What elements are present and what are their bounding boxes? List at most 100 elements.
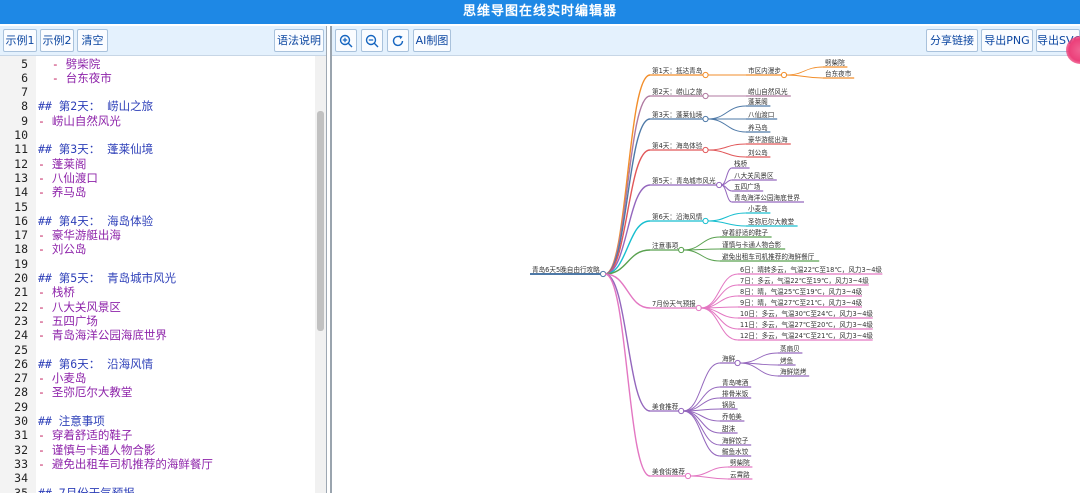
child-link: [683, 410, 721, 457]
branch-toggle-9: [678, 407, 685, 415]
example2-button[interactable]: 示例2: [40, 29, 74, 52]
child-node-label: 海鲜饺子: [722, 436, 749, 445]
list-item-text: 养马岛: [51, 185, 87, 200]
line-number: 5: [21, 56, 28, 71]
list-item-text: 豪华游艇出海: [51, 228, 121, 243]
ai-draw-button[interactable]: AI制图: [413, 29, 451, 52]
list-item-text: 五四广场: [51, 313, 98, 328]
child-node-label: 10日：多云，气温30℃至24℃，风力3~4级: [740, 309, 873, 318]
list-marker: -: [38, 242, 52, 257]
mindmap-canvas[interactable]: 青岛6天5晚自由行攻略第1天：抵达青岛市区内漫步劈柴院台东夜市第2天：崂山之旅崂…: [332, 56, 1080, 493]
refresh-icon: [392, 35, 404, 47]
branch-node-6-label: 第6天：沿海风情: [652, 212, 703, 221]
line-number: 32: [14, 442, 28, 457]
syntax-help-button[interactable]: 语法说明: [274, 29, 324, 52]
heading-text: ## 第4天： 海岛体验: [38, 213, 154, 228]
list-item-text: 圣弥厄尔大教堂: [51, 385, 133, 400]
line-number: 19: [14, 256, 28, 271]
line-number: 9: [21, 113, 28, 128]
list-marker: -: [38, 385, 52, 400]
line-code: - 劈柴院: [38, 57, 100, 71]
branch-toggle-10: [684, 472, 692, 480]
floating-assistant-button[interactable]: [1066, 36, 1080, 64]
child-node-label: 乔帕美: [722, 412, 742, 421]
line-code: - 八仙渡口: [38, 171, 98, 185]
grandchild-link: [785, 66, 824, 76]
line-code: - 栈桥: [38, 285, 75, 299]
child-node-label: 谨慎与卡通人物合影: [722, 240, 782, 249]
child-node-label: 青岛啤酒: [722, 378, 749, 387]
branch-node-3-label: 第3天：蓬莱仙境: [652, 110, 703, 119]
child-node-label: 11日：多云，气温27℃至20℃，风力3~4级: [740, 320, 873, 329]
refresh-button[interactable]: [387, 29, 409, 52]
branch-toggle-6: [702, 217, 709, 225]
child-link: [683, 249, 721, 262]
child-node-label: 甜沫: [722, 424, 736, 433]
branch-node-9-label: 美食推荐: [652, 402, 679, 411]
list-item-text: 蓬莱阁: [51, 156, 87, 171]
branch-toggle-8: [695, 304, 702, 312]
indent: [38, 57, 52, 71]
child-link: [683, 386, 721, 412]
line-code: - 青岛海洋公园海底世界: [38, 328, 167, 342]
zoom-in-button[interactable]: [335, 29, 357, 52]
branch-link-3: [604, 118, 651, 275]
child-node-label: 养马岛: [748, 123, 768, 132]
app-title: 思维导图在线实时编辑器: [0, 0, 1080, 24]
line-number: 34: [14, 471, 28, 486]
grandchild-node-label: 海鲜烧烤: [780, 367, 807, 376]
line-number: 8: [21, 99, 28, 114]
child-link: [689, 466, 729, 477]
line-number: 24: [14, 328, 28, 343]
share-link-button[interactable]: 分享链接: [926, 29, 978, 52]
branch-toggle-2: [702, 92, 709, 100]
child-node-label: 五四广场: [734, 182, 761, 191]
line-code: ## 第6天： 沿海风情: [38, 357, 153, 371]
editor-toolbar: 示例1 示例2 清空 语法说明: [0, 26, 326, 56]
grandchild-link: [739, 362, 779, 377]
line-code: - 谨慎与卡通人物合影: [38, 443, 155, 457]
child-node-label: 崂山自然风光: [748, 87, 788, 96]
list-marker: -: [38, 456, 52, 471]
branch-link-10: [604, 273, 651, 477]
line-number: 27: [14, 371, 28, 386]
child-link: [707, 105, 747, 120]
child-node-label: 豪华游艇出海: [748, 135, 788, 144]
branch-toggle-3: [702, 115, 709, 123]
branch-link-4: [604, 149, 651, 275]
child-link: [707, 118, 747, 133]
list-marker: -: [38, 185, 52, 200]
child-link: [707, 220, 747, 227]
child-node-label: 7日：多云，气温22℃至19℃，风力3~4级: [740, 276, 869, 285]
branch-node-8-label: 7月份天气预报: [652, 299, 696, 308]
line-number: 26: [14, 356, 28, 371]
child-link: [700, 307, 739, 341]
grandchild-node-label: 劈柴院: [825, 58, 845, 67]
list-marker: -: [38, 113, 52, 128]
export-png-button[interactable]: 导出PNG: [981, 29, 1033, 52]
clear-button[interactable]: 清空: [77, 29, 108, 52]
child-node-label: 6日：晴转多云，气温22℃至18℃，风力3~4级: [740, 265, 882, 274]
child-link: [700, 295, 739, 309]
list-marker: -: [38, 428, 52, 443]
branch-toggle-1: [702, 71, 709, 79]
mindmap-svg[interactable]: 青岛6天5晚自由行攻略第1天：抵达青岛市区内漫步劈柴院台东夜市第2天：崂山之旅崂…: [332, 56, 1080, 493]
child-link: [707, 143, 747, 151]
child-link: [700, 307, 739, 330]
list-marker: -: [51, 70, 66, 85]
mindmap-toolbar: AI制图 分享链接 导出PNG 导出SVG: [332, 26, 1080, 56]
line-number: 15: [14, 199, 28, 214]
line-number: 17: [14, 228, 28, 243]
list-marker: -: [38, 328, 52, 343]
zoom-out-button[interactable]: [361, 29, 383, 52]
child-link: [683, 236, 721, 251]
heading-text: ## 第5天： 青岛城市风光: [38, 271, 177, 285]
child-node-label: 海鲜: [722, 354, 736, 363]
indent: [38, 71, 52, 85]
editor-scrollbar-thumb[interactable]: [317, 111, 324, 331]
line-code: ## 第5天： 青岛城市风光: [38, 271, 176, 285]
example1-button[interactable]: 示例1: [3, 29, 37, 52]
line-code: - 崂山自然风光: [38, 114, 121, 128]
